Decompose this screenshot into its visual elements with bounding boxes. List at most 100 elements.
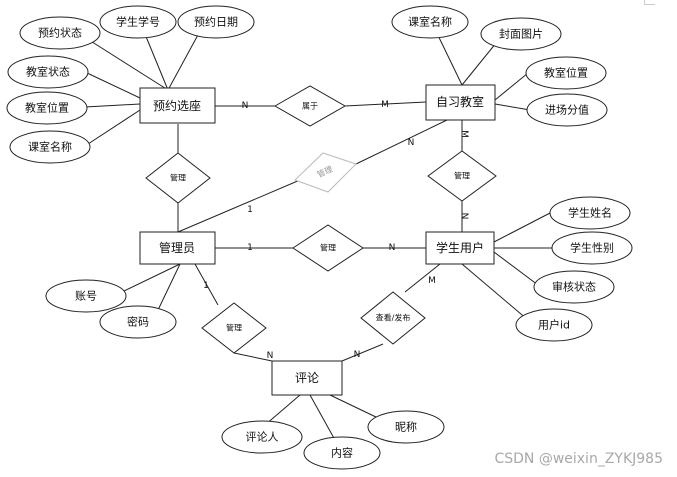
line-content	[309, 394, 336, 441]
svg-text:内容: 内容	[331, 446, 353, 460]
attr-room-status: 教室状态	[7, 55, 89, 89]
entity-comment: 评论	[271, 360, 343, 396]
svg-text:学生性别: 学生性别	[570, 241, 614, 255]
attr-nickname: 昵称	[367, 410, 445, 444]
line-room-status	[84, 71, 141, 99]
svg-text:用户id: 用户id	[538, 318, 570, 332]
corner-mark	[644, 0, 655, 5]
entity-booking-seat-label: 预约选座	[153, 98, 201, 113]
attr-room-location-b: 教室位置	[525, 56, 607, 90]
rel-manage-comment-label: 管理	[226, 323, 242, 333]
watermark: CSDN @weixin_ZYKJ985	[494, 451, 663, 467]
attributes: 预约状态 学生学号 预约日期 教室状态 教室位置 课室名称 课室名称 封面图片	[6, 5, 633, 470]
attr-review-status: 审核状态	[533, 270, 615, 304]
svg-text:课室名称: 课室名称	[28, 140, 72, 154]
rel-manage-admin-student: 管理	[292, 224, 364, 272]
svg-text:教室位置: 教室位置	[25, 101, 69, 115]
line-room-location-a	[84, 103, 141, 108]
attr-account: 账号	[45, 279, 127, 313]
svg-text:密码: 密码	[127, 315, 149, 329]
entity-study-room-label: 自习教室	[436, 94, 484, 109]
attr-password: 密码	[99, 305, 177, 339]
entity-admin: 管理员	[139, 231, 216, 265]
card-admin-comment-b: N	[267, 351, 274, 361]
svg-text:课室名称: 课室名称	[408, 15, 452, 29]
card-admin-student-a: 1	[247, 243, 253, 253]
rel-manage-booking: 管理	[145, 152, 211, 204]
attr-commenter: 评论人	[221, 420, 303, 454]
rel-manage-booking-label: 管理	[170, 173, 186, 183]
svg-text:教室位置: 教室位置	[544, 66, 588, 80]
line-entry-score	[494, 103, 531, 111]
rel-view-publish-label: 查看/发布	[376, 313, 411, 323]
entity-comment-label: 评论	[295, 371, 319, 385]
entity-student-user: 学生用户	[425, 231, 495, 265]
rel-belongs: 属于	[273, 85, 347, 127]
attr-user-id: 用户id	[515, 308, 593, 342]
card-booking-belongs: N	[242, 101, 249, 111]
rel-belongs-label: 属于	[302, 102, 318, 111]
entity-admin-label: 管理员	[159, 240, 195, 255]
rel-manage-room-student-label: 管理	[454, 171, 470, 181]
card-admin-comment-a: 1	[203, 281, 209, 291]
line-belongs-room	[344, 101, 427, 107]
connector-lines	[77, 21, 553, 441]
attr-student-no: 学生学号	[99, 5, 177, 39]
line-student-view	[404, 263, 441, 293]
attr-content: 内容	[303, 436, 381, 470]
line-faded-room	[355, 119, 448, 165]
entities: 预约选座 自习教室 管理员 学生用户 评论	[139, 84, 496, 396]
line-admin-faded	[177, 179, 301, 233]
card-student-comment-b: N	[354, 350, 361, 360]
attr-student-name: 学生姓名	[549, 196, 631, 230]
entity-booking-seat: 预约选座	[139, 87, 216, 124]
rel-manage-room-student: 管理	[427, 150, 497, 202]
line-view-comment	[341, 343, 384, 362]
svg-text:封面图片: 封面图片	[499, 27, 543, 41]
card-student-manage-bottom: N	[459, 213, 469, 220]
svg-text:账号: 账号	[75, 290, 97, 303]
attr-booking-date: 预约日期	[177, 5, 255, 39]
line-review-status	[493, 251, 539, 286]
attr-course-name-a: 课室名称	[9, 130, 91, 164]
svg-text:评论人: 评论人	[246, 430, 279, 444]
line-student-name	[493, 212, 551, 243]
attr-course-name-b: 课室名称	[391, 5, 469, 39]
svg-text:预约状态: 预约状态	[38, 26, 82, 40]
svg-text:进场分值: 进场分值	[545, 103, 589, 117]
attr-room-location-a: 教室位置	[6, 91, 88, 125]
entity-study-room: 自习教室	[425, 84, 496, 121]
attr-entry-score: 进场分值	[526, 93, 608, 127]
line-commenter	[264, 394, 301, 426]
svg-text:预约日期: 预约日期	[194, 16, 238, 29]
line-room-location-b	[494, 72, 529, 101]
rel-view-publish: 查看/发布	[360, 291, 426, 345]
line-manage-comment	[233, 352, 273, 362]
attr-booking-status: 预约状态	[19, 16, 101, 50]
svg-text:审核状态: 审核状态	[552, 280, 596, 294]
entity-student-user-label: 学生用户	[436, 240, 484, 255]
card-room-manage-top: M	[459, 130, 469, 138]
card-faded-room: N	[408, 138, 415, 148]
svg-text:学生姓名: 学生姓名	[568, 206, 612, 220]
line-password	[157, 263, 181, 311]
attr-student-gender: 学生性别	[551, 231, 633, 265]
card-faded-admin: 1	[247, 205, 253, 215]
attr-cover-image: 封面图片	[480, 17, 562, 51]
card-student-comment-a: M	[428, 276, 436, 286]
svg-text:学生学号: 学生学号	[116, 15, 160, 29]
cardinalities: N M M N 1 N 1 N 1 N M N	[203, 100, 469, 361]
rel-manage-room-faded: 管理	[294, 152, 357, 193]
card-admin-student-b: N	[389, 243, 396, 253]
line-nickname	[329, 394, 379, 419]
line-course-name-a	[84, 109, 141, 147]
rel-manage-comment: 管理	[201, 302, 267, 354]
card-room-belongs: M	[381, 100, 389, 110]
line-user-id	[461, 263, 529, 321]
line-admin-manage-comment	[194, 263, 219, 306]
relationships: 属于 管理 管理 管理 管理 管理 查看/发布	[145, 85, 497, 354]
line-account	[121, 263, 181, 293]
rel-manage-admin-student-label: 管理	[320, 243, 336, 253]
svg-text:昵称: 昵称	[395, 420, 417, 434]
